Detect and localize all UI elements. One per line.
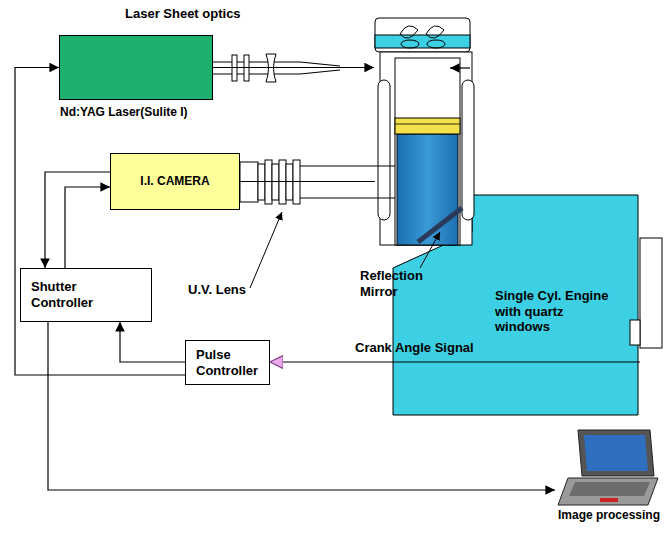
node-text: I.I. CAMERA: [140, 174, 209, 188]
cylinder-head: [375, 18, 470, 52]
block-lobe: [378, 80, 390, 220]
node-text: Nd:YAG Laser(Sulite I): [60, 105, 188, 119]
head-band: [375, 35, 470, 48]
laser-box: Nd:YAG Laser(Sulite I): [59, 35, 213, 100]
piston-ring: [395, 124, 460, 125]
laptop-icon: [558, 430, 658, 505]
cylinder-block: [380, 52, 472, 245]
node-text: Image processing: [555, 508, 663, 522]
connector: [120, 322, 185, 362]
part-label: Reflection Mirror: [360, 268, 422, 299]
connector: [48, 322, 555, 490]
node-text: Pulse Controller: [196, 347, 259, 378]
engine: Single Cyl. Engine with quartz windows: [375, 20, 640, 415]
laptop: Image processing: [555, 428, 663, 523]
leader-line: [250, 212, 282, 288]
connector: [270, 361, 640, 362]
reflection-mirror: [418, 208, 462, 242]
piston-crown: [395, 118, 460, 134]
node-text: Shutter Controller: [31, 279, 111, 310]
connector: [65, 187, 110, 268]
camera-box: I.I. CAMERA: [110, 153, 240, 210]
quartz-piston: [397, 134, 458, 245]
block-lobe: [462, 80, 474, 220]
controller-box: Pulse Controller: [185, 340, 270, 385]
node-text: Single Cyl. Engine with quartz windows: [495, 288, 615, 335]
crank-wheel: [640, 238, 662, 348]
part-label: U.V. Lens: [188, 282, 246, 298]
leader-line: [420, 232, 440, 268]
crank-sensor: [630, 320, 640, 345]
optics-label: Laser Sheet optics: [125, 6, 241, 22]
connector: [213, 67, 374, 68]
inlet-arrow: [450, 67, 470, 68]
valves: [400, 26, 445, 48]
connector: [240, 181, 375, 182]
controller-box: Shutter Controller: [20, 268, 152, 322]
signal-label: Crank Angle Signal: [355, 340, 474, 356]
connector: [45, 172, 110, 268]
